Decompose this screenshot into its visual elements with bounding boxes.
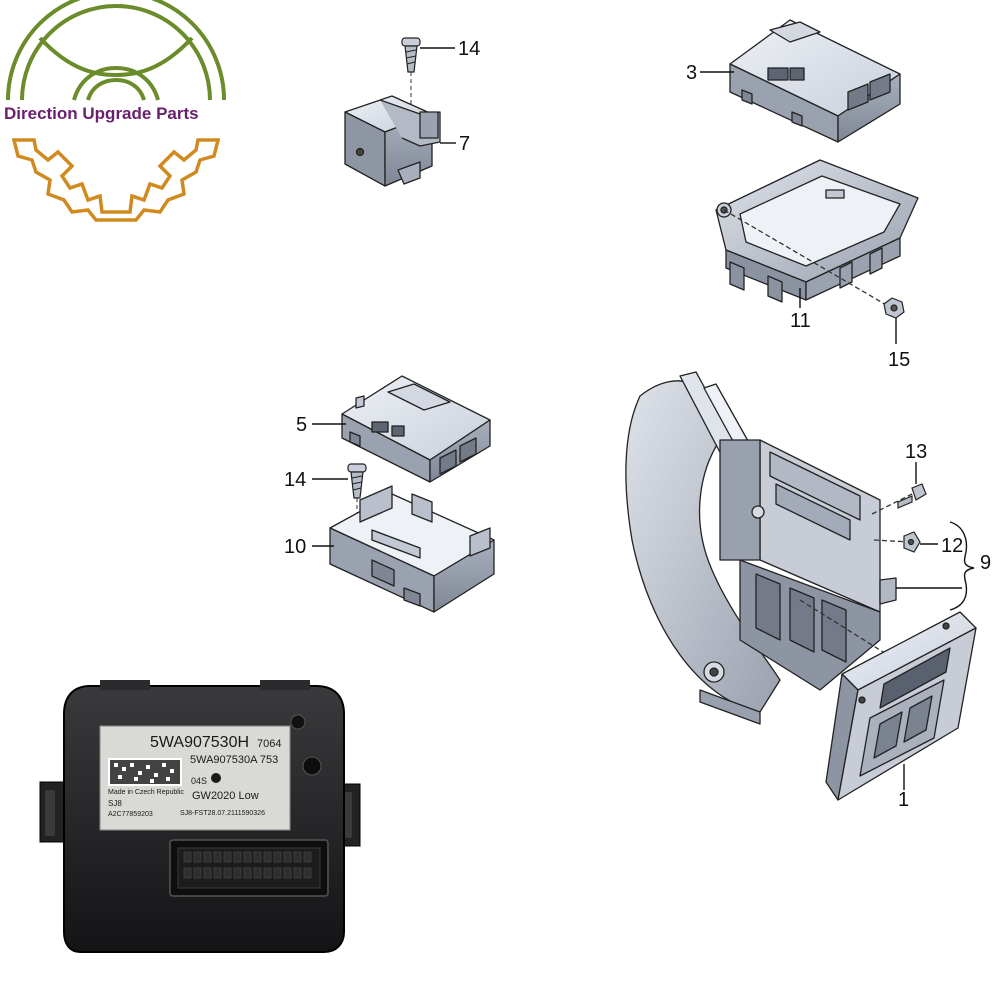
callout-1: 1 (898, 789, 910, 811)
bracket-11-drawing (715, 159, 919, 307)
label-origin: Made in Czech Republic (108, 789, 184, 796)
callout-11: 11 (790, 310, 811, 332)
control-unit-5-drawing (341, 375, 491, 483)
callout-14-top: 14 (458, 38, 481, 60)
callout-7: 7 (459, 133, 471, 155)
brand-logo (6, 0, 226, 222)
label-code: 7064 (257, 738, 282, 750)
connector-port (169, 839, 329, 897)
label-variant: 04S (191, 776, 208, 786)
gear-icon (11, 138, 221, 222)
callout-3: 3 (686, 62, 698, 84)
callout-13: 13 (905, 441, 928, 463)
control-unit-1-drawing (825, 611, 977, 801)
housing-9-drawing (625, 371, 913, 725)
holder-10-drawing (329, 485, 495, 613)
bolt-13-drawing (897, 483, 927, 509)
steering-wheel-icon (6, 0, 226, 101)
brand-name: Direction Upgrade Parts (4, 104, 199, 123)
label-serial: A2C77859203 (108, 811, 153, 818)
label-date-code: SJ8-FST28.07.2111590326 (180, 810, 265, 817)
callout-12: 12 (941, 535, 964, 557)
callout-14-mid: 14 (284, 469, 307, 491)
clip-12-drawing (903, 531, 921, 553)
gateway-module-photo (39, 680, 361, 953)
callout-5: 5 (296, 414, 308, 436)
label-gateway: GW2020 Low (192, 790, 259, 802)
relay-module-drawing (344, 95, 441, 187)
label-plant: SJ8 (108, 799, 122, 808)
label-part-number: 5WA907530H (150, 734, 250, 751)
nut-15-drawing (883, 297, 905, 319)
barcode-datamatrix (108, 758, 182, 786)
callout-10: 10 (284, 536, 307, 558)
control-unit-3-drawing (729, 19, 901, 143)
label-part-number-alt: 5WA907530A 753 (190, 754, 279, 766)
callout-15: 15 (888, 349, 911, 371)
bracket-9-brace (949, 521, 975, 611)
callout-9: 9 (980, 552, 992, 574)
